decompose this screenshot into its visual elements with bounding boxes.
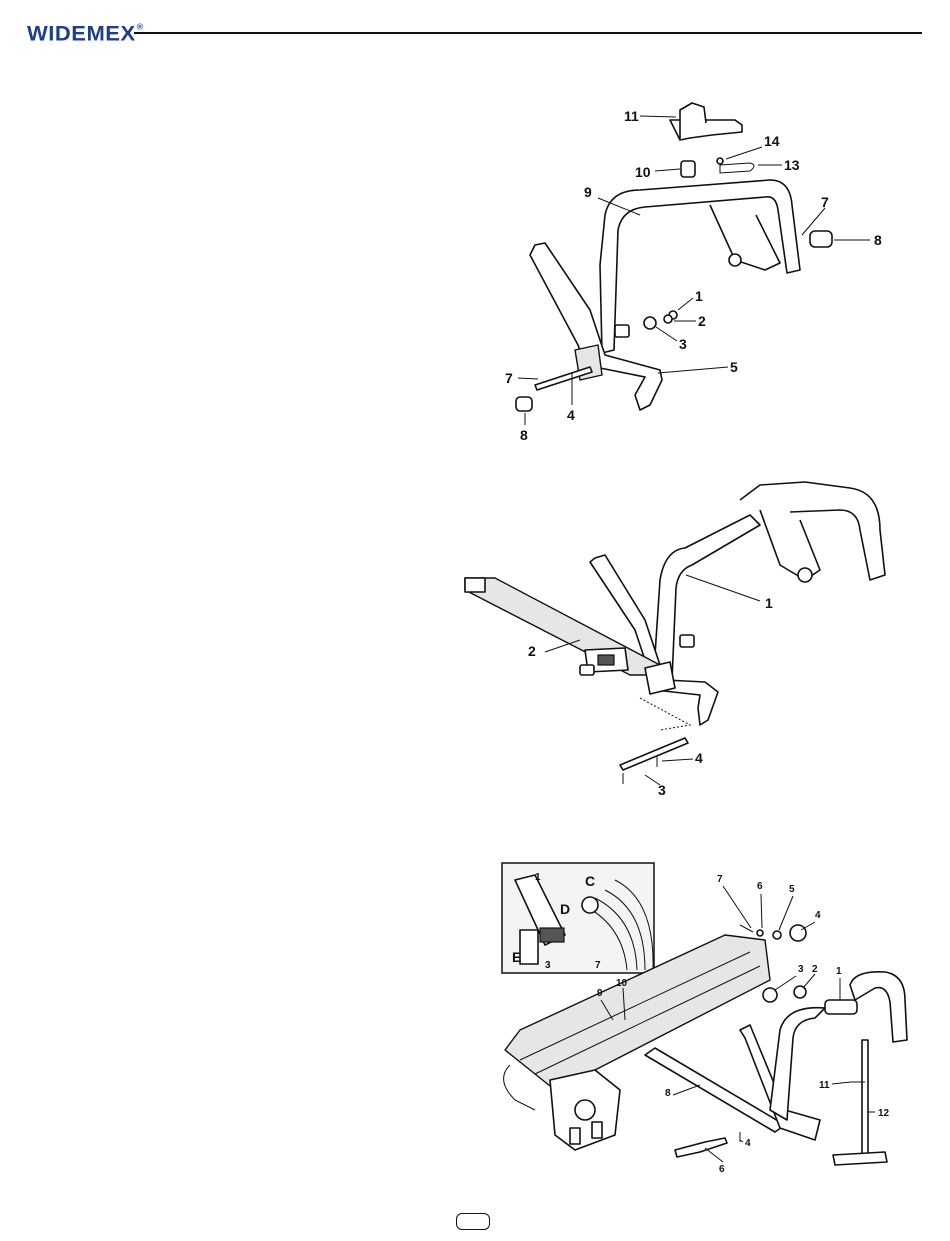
callout-10: 10 — [616, 978, 628, 989]
callout-5: 5 — [730, 359, 738, 375]
part-rear-hitch — [850, 972, 907, 1042]
part-washer-5 — [773, 931, 781, 939]
brand-name: WIDEMEX — [27, 22, 136, 46]
part-rear-bracket — [760, 510, 820, 580]
inset-callout-7: 7 — [595, 960, 601, 971]
part-cap-8-right — [810, 231, 832, 247]
part-drawbar — [465, 578, 660, 675]
callout-1: 1 — [695, 288, 703, 304]
callout-11: 11 — [819, 1080, 830, 1091]
part-bushing-10 — [681, 161, 695, 177]
machine-gearbox-hub — [575, 1100, 595, 1120]
part-clip-13 — [720, 163, 754, 173]
part-stand-12 — [862, 1040, 868, 1160]
part-stand-foot — [833, 1152, 887, 1165]
callout-4: 4 — [567, 407, 575, 423]
part-pin-14 — [717, 158, 723, 164]
inset-bolt-c — [582, 897, 598, 913]
callout-10: 10 — [635, 164, 651, 180]
callout-3: 3 — [658, 782, 666, 798]
part-hitch-plate — [645, 662, 675, 694]
part-frame-block — [680, 635, 694, 647]
callout-3: 3 — [798, 964, 804, 975]
callout-1: 1 — [836, 966, 842, 977]
callout-1: 1 — [765, 595, 773, 611]
part-handle-6 — [675, 1138, 727, 1157]
part-rear-nut — [798, 568, 812, 582]
part-bush-2 — [794, 986, 806, 998]
part-arch-frame — [655, 515, 760, 682]
callout-2: 2 — [698, 313, 706, 329]
part-pin-3 — [620, 738, 688, 770]
callout-13: 13 — [784, 157, 800, 173]
part-frame-block — [615, 325, 629, 337]
part-arch-frame — [770, 1008, 825, 1120]
part-washer-2 — [664, 315, 672, 323]
figure-machine-assembly: 1 C D E 3 7 — [495, 860, 925, 1190]
callout-2: 2 — [812, 964, 818, 975]
callout-8: 8 — [665, 1088, 671, 1099]
callout-3: 3 — [679, 336, 687, 352]
part-bushing-3 — [644, 317, 656, 329]
callout-7: 7 — [717, 874, 723, 885]
figure-frame-drawbar-drawing: 1 2 4 3 — [460, 470, 920, 800]
machine-body-end — [504, 1065, 535, 1110]
callout-9: 9 — [584, 184, 592, 200]
page-number — [456, 1213, 490, 1230]
callout-6b: 6 — [719, 1164, 725, 1175]
machine-gear-tooth-1 — [570, 1128, 580, 1144]
brand-logo: WIDEMEX® — [27, 22, 144, 47]
inset-callout-d: D — [560, 901, 570, 917]
callout-4: 4 — [815, 910, 821, 921]
machine-gear-tooth-2 — [592, 1122, 602, 1138]
callout-4: 4 — [695, 750, 703, 766]
header-rule — [134, 32, 922, 34]
callout-12: 12 — [878, 1108, 890, 1119]
page-header: WIDEMEX® — [0, 0, 950, 60]
callout-5: 5 — [789, 884, 795, 895]
callout-7-left: 7 — [505, 370, 513, 386]
part-bolt-7 — [740, 925, 753, 932]
callout-8-right: 8 — [874, 232, 882, 248]
inset-callout-e: E — [512, 949, 521, 965]
part-washer-4 — [790, 925, 806, 941]
figure-frame-exploded: 11 14 13 10 9 7 8 1 2 3 5 7 4 8 — [480, 95, 920, 455]
part-hitch-pin-1 — [825, 1000, 857, 1014]
inset-callout-c: C — [585, 873, 595, 889]
callout-11: 11 — [624, 108, 639, 124]
part-spring-cap — [580, 665, 594, 675]
callout-8-left: 8 — [520, 427, 528, 443]
callout-7-right: 7 — [821, 194, 829, 210]
part-cap-8-left — [516, 397, 532, 411]
part-drawbar-end — [465, 578, 485, 592]
part-rear-nut — [729, 254, 741, 266]
callout-2: 2 — [528, 643, 536, 659]
part-nut-6 — [757, 930, 763, 936]
part-spring-3 — [763, 988, 777, 1002]
inset-plate — [520, 930, 538, 964]
inset-spring — [540, 928, 564, 942]
part-spring — [598, 655, 614, 665]
callout-6: 6 — [757, 881, 763, 892]
callout-14: 14 — [764, 133, 780, 149]
callout-9: 9 — [597, 988, 603, 999]
inset-callout-1: 1 — [535, 872, 541, 883]
brand-mark: ® — [137, 22, 144, 32]
figure-frame-exploded-drawing: 11 14 13 10 9 7 8 1 2 3 5 7 4 8 — [480, 95, 920, 455]
figure-frame-drawbar: 1 2 4 3 — [460, 470, 920, 800]
callout-4b: 4 — [745, 1138, 751, 1149]
figure-machine-assembly-drawing: 1 C D E 3 7 — [495, 860, 925, 1190]
inset-callout-3: 3 — [545, 960, 551, 971]
assembly-guide — [640, 698, 690, 730]
part-rear-bracket — [710, 205, 780, 270]
